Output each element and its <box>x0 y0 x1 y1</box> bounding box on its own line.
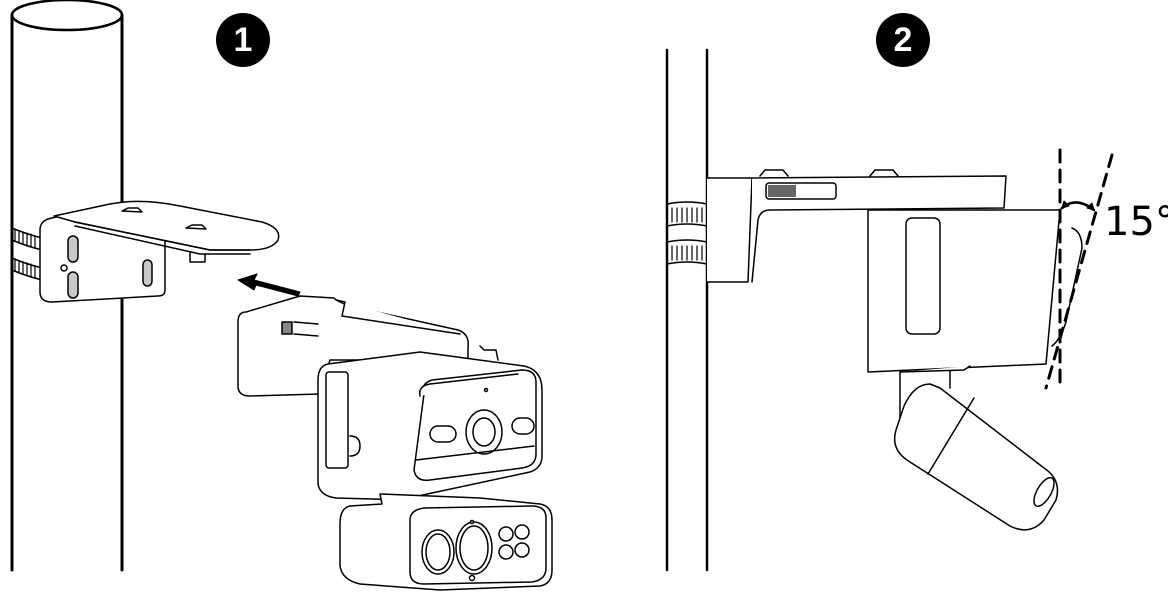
camera-body-icon <box>317 351 543 501</box>
step-2-illustration <box>665 48 1114 572</box>
pole-bracket-icon <box>39 200 280 303</box>
pole-icon <box>665 48 709 572</box>
strap-icon <box>666 201 708 265</box>
arrow-icon <box>237 273 301 297</box>
camera-lower-icon <box>893 383 1059 531</box>
camera-mount-icon <box>237 295 499 397</box>
step-number-badge: 2 <box>876 13 930 67</box>
strap-icon <box>11 227 43 281</box>
pole-bracket-icon <box>706 169 1007 283</box>
step-1-illustration <box>10 0 553 591</box>
step-2-panel: 2 15° <box>584 0 1168 593</box>
camera-lower-icon <box>339 493 553 591</box>
angle-guide-icon <box>1044 148 1114 390</box>
camera-body-icon <box>867 209 1083 425</box>
step-number-badge: 1 <box>216 13 270 67</box>
step-1-panel: 1 <box>10 0 553 591</box>
angle-label: 15° <box>1104 199 1168 245</box>
